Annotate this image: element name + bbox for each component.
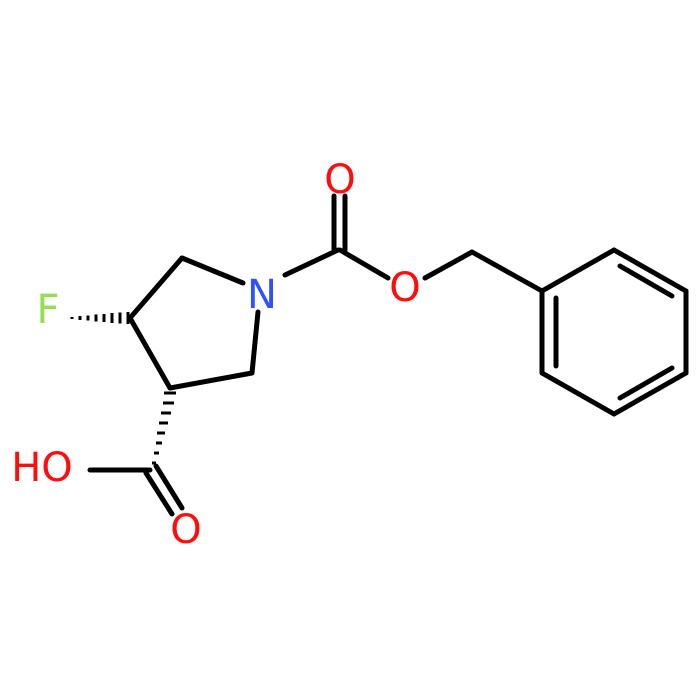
bond-ch2-phenyl [469, 249, 545, 294]
atom-oh-acid: HO [11, 445, 73, 491]
atom-f: F [36, 287, 59, 333]
bond-n-c5 [179, 255, 246, 286]
atom-o-carbonyl: O [324, 157, 355, 203]
atom-n-ring: N [247, 272, 277, 318]
hashed-wedge-f [70, 312, 130, 324]
bond-c4-c3 [127, 315, 173, 391]
bond-c2-n [249, 309, 261, 376]
bond-acid-double-2 [153, 463, 185, 511]
bond-ph-5 [539, 370, 617, 417]
bond-ph-1 [539, 247, 617, 294]
bond-o-ester-ch2 [422, 249, 475, 281]
bond-ph-inner-1 [617, 263, 675, 299]
hashed-wedge-cooh [152, 391, 176, 465]
bond-carbonyl-c-o-ester [337, 247, 391, 281]
bond-ph-inner-2 [617, 365, 675, 401]
carbamate-group [282, 193, 545, 294]
bond-c5-c4 [127, 255, 185, 321]
bond-c3-c2 [167, 370, 255, 391]
bond-n-carbonyl-c [282, 247, 341, 278]
atom-o-acid-carbonyl: O [170, 507, 201, 553]
bond-ph-2 [611, 247, 689, 294]
carboxylic-acid-group [87, 463, 185, 517]
bond-ph-4 [611, 370, 689, 417]
atom-o-ester: O [389, 265, 420, 311]
pyrrolidine-ring [127, 255, 261, 391]
bond-acid-double-1 [143, 470, 175, 517]
benzene-ring [539, 247, 689, 417]
